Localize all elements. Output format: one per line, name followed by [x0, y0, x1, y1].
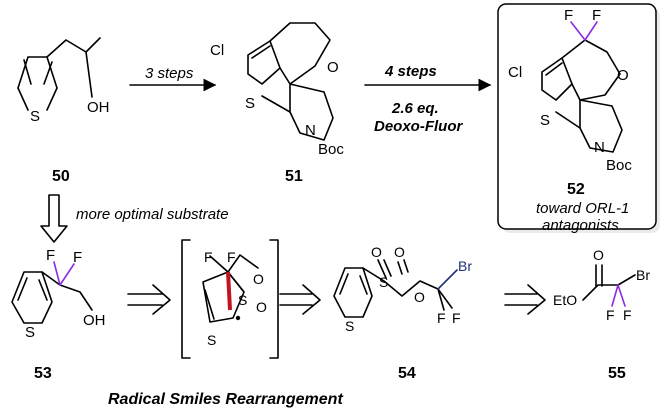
- caption-radical-smiles: Radical Smiles Rearrangement: [108, 391, 343, 408]
- compound-53-structure: F F S OH: [11, 247, 106, 341]
- atom-o: O: [253, 271, 264, 287]
- label-53: 53: [34, 365, 52, 382]
- atom-boc: Boc: [606, 157, 632, 174]
- atom-f: F: [592, 7, 601, 24]
- box-text-line2: antagonists: [542, 217, 619, 234]
- atom-o: O: [371, 244, 382, 260]
- box-text-line1: toward ORL-1: [536, 200, 629, 217]
- atom-eto: EtO: [553, 292, 577, 308]
- atom-o: O: [256, 299, 267, 315]
- atom-f: F: [204, 249, 213, 265]
- label-52: 52: [567, 181, 585, 198]
- atom-n: N: [594, 139, 605, 156]
- atom-f: F: [606, 307, 615, 323]
- label-55: 55: [608, 365, 626, 382]
- compound-51-structure: Cl S O N Boc: [210, 22, 344, 158]
- compound-54-structure: O O S O F F Br S: [333, 244, 472, 334]
- label-51: 51: [285, 168, 303, 185]
- atom-s: S: [379, 274, 388, 290]
- atom-o: O: [593, 247, 604, 263]
- label-50: 50: [52, 168, 70, 185]
- atom-o: O: [394, 244, 405, 260]
- atom-br: Br: [636, 267, 650, 283]
- target-box: [497, 3, 657, 230]
- atom-br: Br: [458, 258, 472, 274]
- atom-f: F: [623, 307, 632, 323]
- atom-f: F: [564, 7, 573, 24]
- atom-f: F: [452, 310, 461, 326]
- atom-oh: OH: [83, 312, 106, 329]
- retro-arrow-2: [279, 284, 321, 315]
- atom-f: F: [437, 310, 446, 326]
- atom-s: S: [245, 95, 255, 112]
- atom-n: N: [305, 122, 316, 139]
- atom-s: S: [345, 318, 354, 334]
- atom-f: F: [46, 247, 55, 264]
- atom-o: O: [617, 67, 629, 84]
- label-reagent-eq: 2.6 eq.: [391, 100, 439, 117]
- compound-52-structure: F F Cl S O N Boc: [508, 7, 632, 174]
- atom-f: F: [227, 249, 236, 265]
- atom-cl: Cl: [210, 42, 224, 59]
- atom-s: S: [30, 108, 40, 125]
- retro-arrow-3: [504, 284, 546, 315]
- atom-boc: Boc: [318, 141, 344, 158]
- label-reagent-name: Deoxo-Fluor: [374, 118, 463, 135]
- atom-f: F: [73, 249, 82, 266]
- compound-50-structure: S OH: [17, 37, 110, 125]
- atom-s: S: [207, 332, 216, 348]
- atom-s: S: [238, 292, 247, 308]
- atom-o: O: [327, 59, 339, 76]
- label-4-steps: 4 steps: [384, 63, 437, 80]
- atom-oh: OH: [87, 99, 110, 116]
- atom-s: S: [540, 112, 550, 129]
- arrow-3-steps: 3 steps: [129, 65, 217, 92]
- arrow-4-steps: 4 steps 2.6 eq. Deoxo-Fluor: [364, 63, 492, 135]
- atom-o: O: [414, 289, 425, 305]
- radical-intermediate: F F O S O S: [181, 239, 279, 359]
- atom-cl: Cl: [508, 64, 522, 81]
- label-down-arrow: more optimal substrate: [76, 206, 229, 223]
- label-54: 54: [398, 365, 416, 382]
- retro-arrow-1: [127, 284, 171, 315]
- retro-arrow-down: more optimal substrate: [40, 194, 229, 243]
- compound-55-structure: O EtO Br F F: [553, 247, 650, 323]
- label-3-steps: 3 steps: [145, 65, 194, 82]
- atom-s: S: [25, 324, 35, 341]
